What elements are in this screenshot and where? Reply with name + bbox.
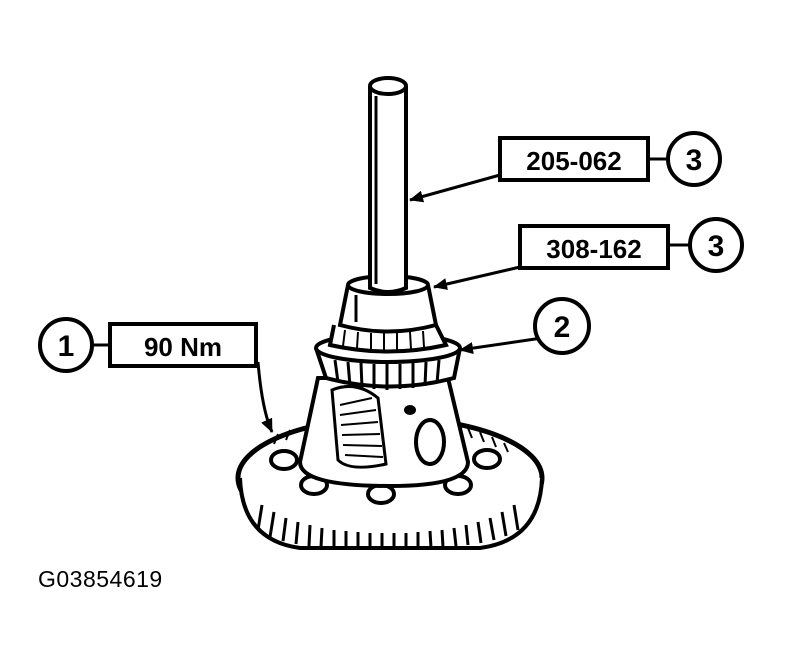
callout-torque: 1 90 Nm <box>38 317 258 373</box>
torque-spec-label: 90 Nm <box>144 332 222 362</box>
tool-number-label: 205-062 <box>526 146 621 176</box>
callout-box <box>498 136 650 182</box>
callout-box <box>108 322 258 368</box>
callout-308-162: 308-162 3 <box>518 217 744 273</box>
callout-205-062: 205-062 3 <box>498 131 722 187</box>
callout-box <box>518 224 670 270</box>
tool-handle <box>368 76 408 294</box>
callout-number: 2 <box>554 311 571 344</box>
callout-number: 3 <box>708 230 725 263</box>
callout-circle <box>688 217 744 273</box>
figure-id: G03854619 <box>38 566 163 592</box>
bearing <box>314 324 462 390</box>
bolt-heads <box>269 448 502 505</box>
tool-number-label: 308-162 <box>546 234 641 264</box>
callout-circle <box>533 297 591 355</box>
leader-lines <box>256 173 543 433</box>
callout-circle <box>666 131 722 187</box>
differential-case <box>297 376 471 489</box>
callout-number: 3 <box>686 144 703 177</box>
callout-number: 1 <box>58 330 75 363</box>
callout-item-2: 2 <box>533 297 591 355</box>
